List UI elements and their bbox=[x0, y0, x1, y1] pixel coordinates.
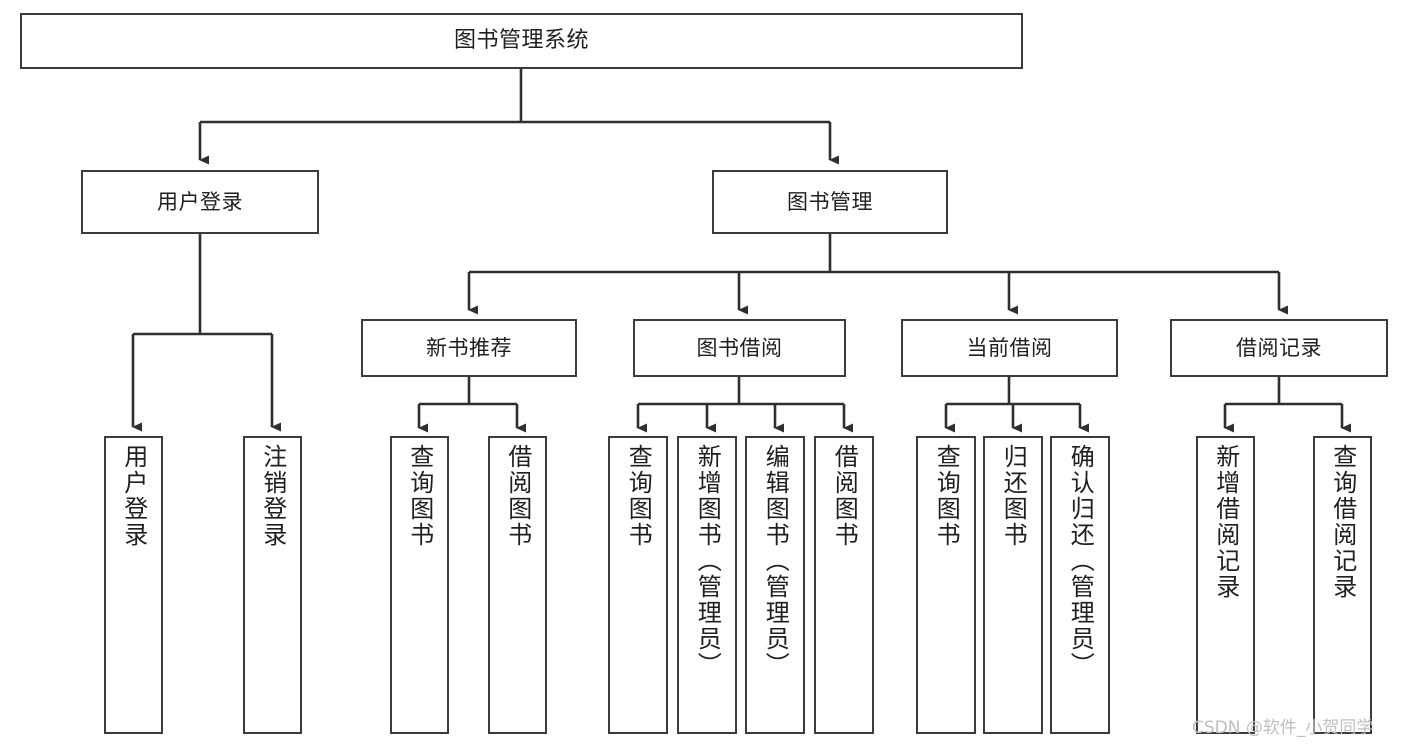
leaf-query-book-3-label: 查询图书 bbox=[932, 444, 961, 548]
leaf-user-login[interactable]: 用户登录 bbox=[104, 436, 163, 734]
leaf-add-record[interactable]: 新增借阅记录 bbox=[1196, 436, 1255, 734]
leaf-query-book-1-label: 查询图书 bbox=[405, 444, 434, 548]
leaf-edit-book[interactable]: 编辑图书（管理员） bbox=[745, 436, 805, 734]
node-book-borrow-label: 图书借阅 bbox=[696, 335, 783, 360]
leaf-add-record-label: 新增借阅记录 bbox=[1211, 444, 1240, 600]
node-book-manage[interactable]: 图书管理 bbox=[712, 170, 948, 234]
leaf-return-book-label: 归还图书 bbox=[999, 444, 1028, 548]
node-new-book-rec[interactable]: 新书推荐 bbox=[361, 319, 577, 377]
leaf-query-book-3[interactable]: 查询图书 bbox=[916, 436, 976, 734]
leaf-add-book[interactable]: 新增图书（管理员） bbox=[677, 436, 737, 734]
node-user-login[interactable]: 用户登录 bbox=[81, 170, 319, 234]
node-current-borrow-label: 当前借阅 bbox=[966, 335, 1053, 360]
csdn-watermark: CSDN @软件_小贺同学 bbox=[1192, 718, 1374, 738]
node-borrow-record-label: 借阅记录 bbox=[1236, 335, 1322, 360]
node-user-login-label: 用户登录 bbox=[157, 189, 243, 214]
node-book-borrow[interactable]: 图书借阅 bbox=[633, 319, 846, 377]
node-root[interactable]: 图书管理系统 bbox=[20, 13, 1023, 69]
node-borrow-record[interactable]: 借阅记录 bbox=[1170, 319, 1388, 377]
leaf-logout[interactable]: 注销登录 bbox=[243, 436, 302, 734]
leaf-query-record[interactable]: 查询借阅记录 bbox=[1313, 436, 1372, 734]
leaf-borrow-book-1-label: 借阅图书 bbox=[503, 444, 532, 548]
leaf-query-record-label: 查询借阅记录 bbox=[1328, 444, 1357, 600]
leaf-return-book[interactable]: 归还图书 bbox=[983, 436, 1043, 734]
leaf-borrow-book-2-label: 借阅图书 bbox=[830, 444, 859, 548]
leaf-confirm-return-label: 确认归还（管理员） bbox=[1066, 444, 1095, 678]
leaf-borrow-book-1[interactable]: 借阅图书 bbox=[488, 436, 547, 734]
leaf-edit-book-label: 编辑图书（管理员） bbox=[761, 444, 790, 678]
leaf-borrow-book-2[interactable]: 借阅图书 bbox=[814, 436, 874, 734]
leaf-confirm-return[interactable]: 确认归还（管理员） bbox=[1050, 436, 1110, 734]
node-book-manage-label: 图书管理 bbox=[787, 189, 873, 214]
node-current-borrow[interactable]: 当前借阅 bbox=[901, 319, 1118, 377]
leaf-query-book-2-label: 查询图书 bbox=[624, 444, 653, 548]
node-root-label: 图书管理系统 bbox=[453, 28, 589, 54]
leaf-query-book-1[interactable]: 查询图书 bbox=[390, 436, 449, 734]
leaf-add-book-label: 新增图书（管理员） bbox=[693, 444, 722, 678]
leaf-user-login-label: 用户登录 bbox=[119, 444, 148, 548]
leaf-logout-label: 注销登录 bbox=[258, 444, 287, 548]
node-new-book-rec-label: 新书推荐 bbox=[426, 335, 512, 360]
leaf-query-book-2[interactable]: 查询图书 bbox=[608, 436, 668, 734]
